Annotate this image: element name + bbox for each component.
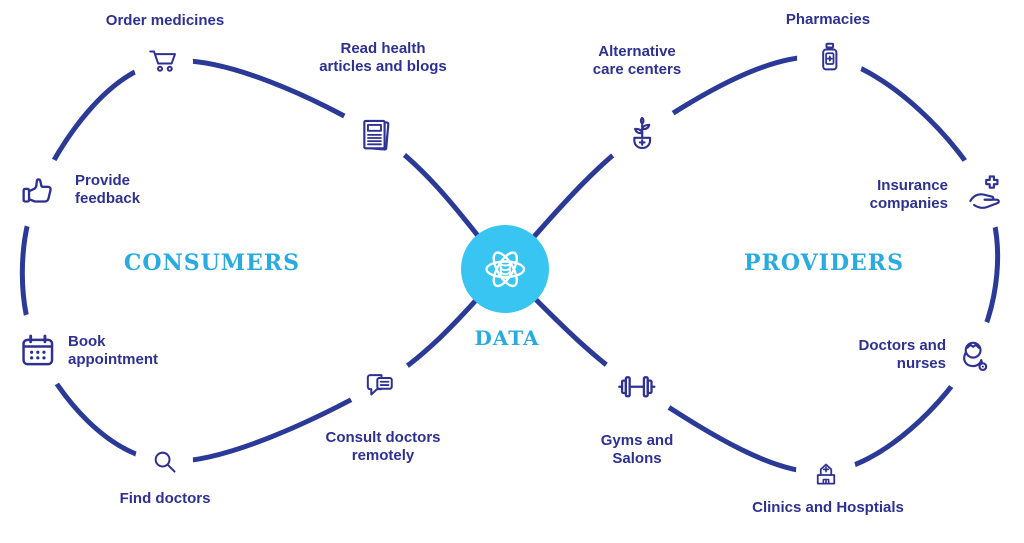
data-hub-title: DATA xyxy=(474,326,540,350)
label-book-appointment: Book appointment xyxy=(68,333,158,368)
node-read-health xyxy=(340,97,412,169)
label-order-medicines: Order medicines xyxy=(105,12,225,29)
shopping-cart-icon xyxy=(149,50,176,72)
node-book-appointment xyxy=(0,313,76,389)
doctor-stethoscope-icon xyxy=(962,341,988,371)
chat-bubbles-icon xyxy=(367,374,393,396)
node-insurance xyxy=(947,155,1021,229)
node-clinics-hospitals xyxy=(796,442,856,502)
consumers-section-title: CONSUMERS xyxy=(123,250,301,276)
label-gyms-salons: Gyms and Salons xyxy=(600,432,674,467)
calendar-icon xyxy=(22,334,54,366)
thumbs-up-icon xyxy=(22,178,53,204)
potted-plant-icon xyxy=(633,116,651,149)
label-find-doctors: Find doctors xyxy=(119,490,211,507)
node-data-hub xyxy=(461,225,549,313)
node-doctors-nurses xyxy=(935,319,1009,393)
node-order-medicines xyxy=(133,32,193,92)
news-article-icon xyxy=(363,120,390,151)
label-clinics-hospitals: Clinics and Hosptials xyxy=(752,499,904,516)
dumbbell-icon xyxy=(618,376,656,398)
node-pharmacies xyxy=(797,25,863,91)
label-alternative-care: Alternative care centers xyxy=(592,43,682,78)
node-consult-doctors xyxy=(347,351,413,417)
node-provide-feedback xyxy=(2,156,74,228)
label-read-health: Read health articles and blogs xyxy=(319,40,447,75)
label-consult-doctors: Consult doctors remotely xyxy=(325,429,441,464)
hand-cross-icon xyxy=(969,175,1000,209)
providers-section-title: PROVIDERS xyxy=(744,250,904,276)
label-pharmacies: Pharmacies xyxy=(785,11,871,28)
medicine-bottle-icon xyxy=(822,42,838,71)
search-icon xyxy=(154,451,176,473)
label-provide-feedback: Provide feedback xyxy=(75,172,141,207)
hospital-icon xyxy=(816,463,836,485)
label-insurance: Insurance companies xyxy=(869,177,948,212)
label-doctors-nurses: Doctors and nurses xyxy=(858,337,946,372)
node-gyms-salons xyxy=(599,349,675,425)
atom-database-icon xyxy=(485,251,525,287)
node-find-doctors xyxy=(135,432,193,490)
node-alternative-care xyxy=(605,96,679,170)
